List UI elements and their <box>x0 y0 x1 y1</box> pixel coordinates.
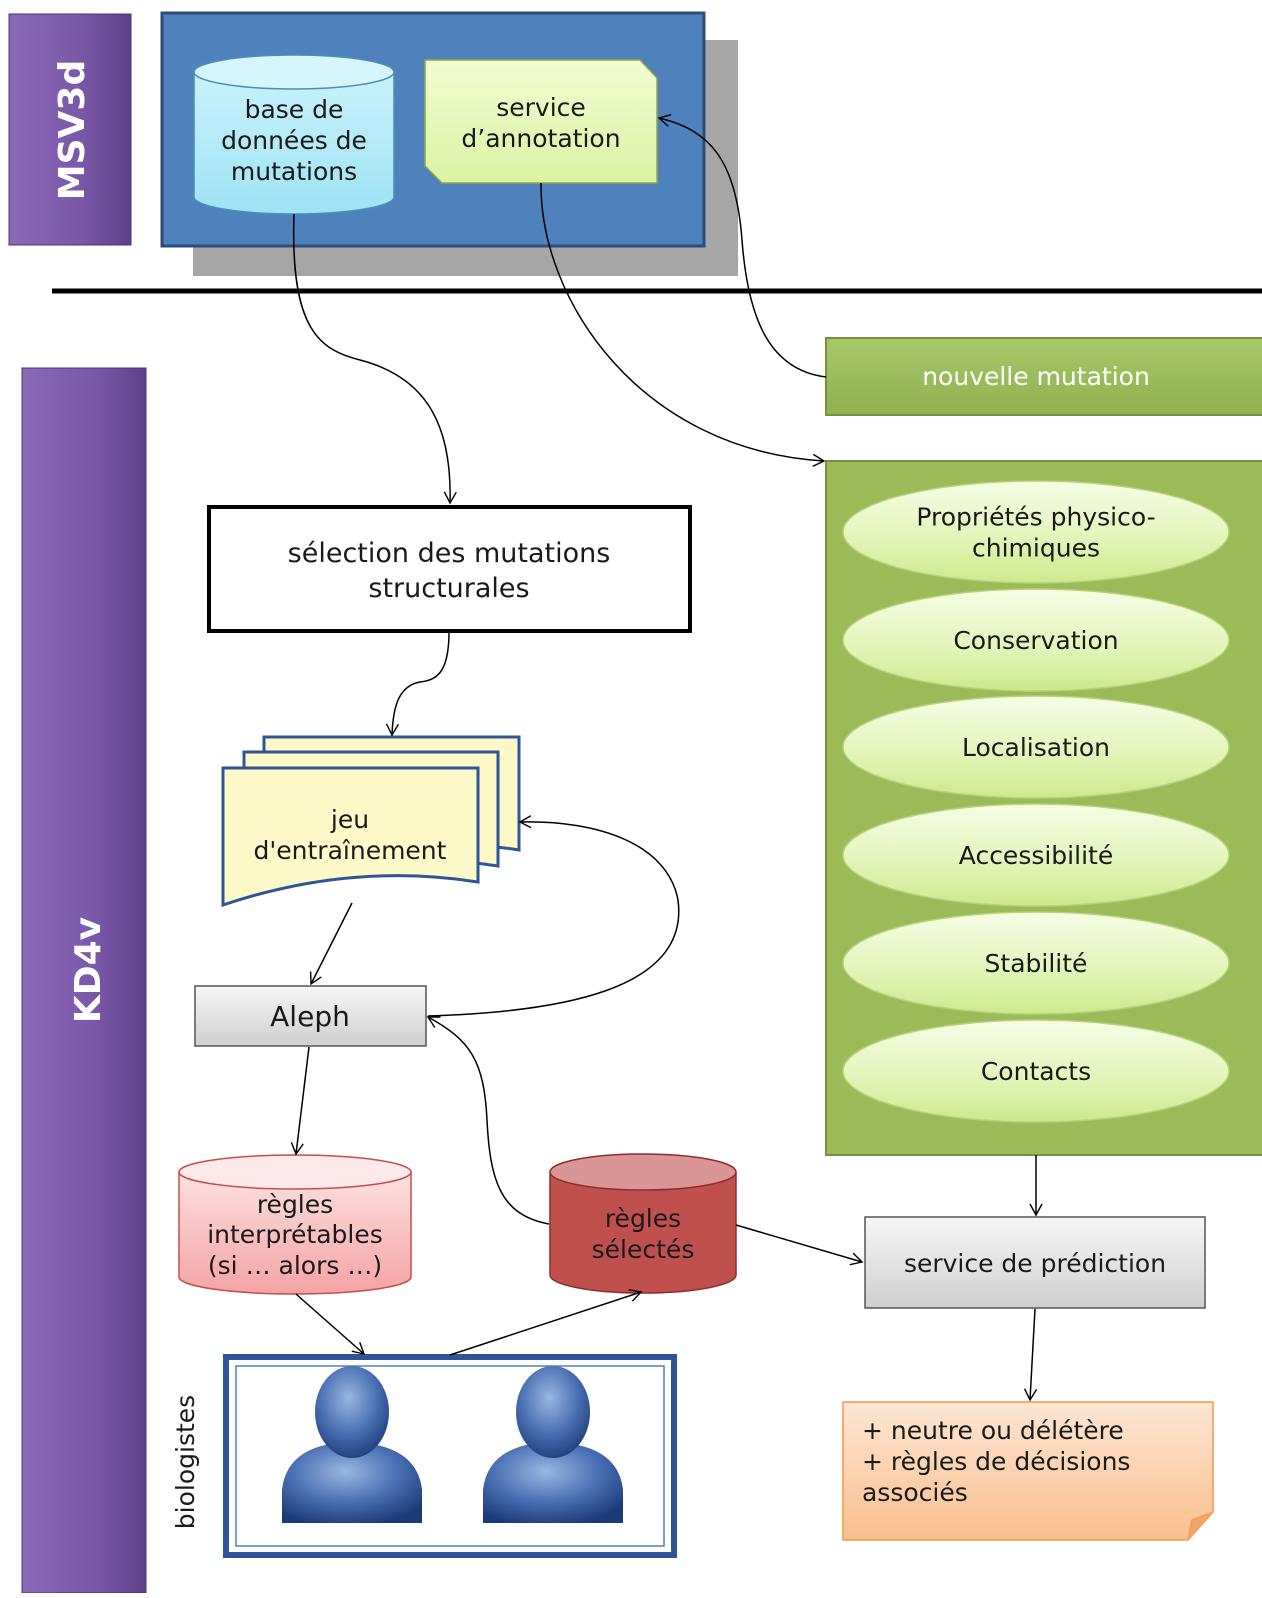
property-ellipse <box>842 588 1230 692</box>
selection-label-line-1: sélection des mutations <box>288 538 611 569</box>
interpretable-rules-line-2: interprétables <box>207 1220 383 1249</box>
selection-box: sélection des mutations structurales <box>207 505 692 633</box>
training-set-label-line-2: d'entraînement <box>254 836 447 865</box>
property-item: Localisation <box>842 695 1230 799</box>
arrow-selected-rules-to-aleph <box>426 1016 550 1225</box>
biologist-avatar-1 <box>282 1366 422 1523</box>
new-mutation-label: nouvelle mutation <box>922 362 1150 391</box>
sidebar-msv3d-label: MSV3d <box>52 60 93 200</box>
biologists-label: biologistes <box>171 1395 200 1529</box>
property-label: Contacts <box>981 1057 1091 1086</box>
arrow-prediction-to-output <box>1023 1308 1038 1402</box>
property-label: Conservation <box>953 626 1118 655</box>
property-item: Accessibilité <box>842 803 1230 907</box>
arrow-selection-to-training-set <box>385 631 450 737</box>
properties-list: Propriétés physico-chimiquesConservation… <box>842 480 1230 1123</box>
sidebar-msv3d: MSV3d <box>8 13 132 246</box>
arrow-new-mutation-to-annotation <box>657 114 827 378</box>
arrow-biologists-to-selected-rules <box>449 1289 643 1356</box>
selected-rules-cylinder: règles sélectés <box>549 1153 737 1294</box>
output-line-1: + neutre ou délétère <box>862 1416 1124 1445</box>
annotation-service-label-line-2: d’annotation <box>461 124 620 153</box>
annotation-service-box: service d’annotation <box>424 59 658 184</box>
annotation-service-label-line-1: service <box>496 93 586 122</box>
property-item: Propriétés physico-chimiques <box>842 480 1230 584</box>
sidebar-kd4v-label: KD4v <box>68 917 109 1023</box>
property-item: Stabilité <box>842 911 1230 1015</box>
aleph-box: Aleph <box>194 985 427 1047</box>
prediction-service-label: service de prédiction <box>904 1249 1166 1278</box>
database-label-line-1: base de <box>245 95 344 124</box>
property-ellipse <box>842 911 1230 1015</box>
prediction-output-note: + neutre ou délétère + règles de décisio… <box>842 1401 1214 1541</box>
property-ellipse <box>842 803 1230 907</box>
selected-rules-line-1: règles <box>605 1204 681 1233</box>
property-item: Conservation <box>842 588 1230 692</box>
sidebar-kd4v: KD4v <box>21 367 147 1594</box>
property-ellipse <box>842 695 1230 799</box>
biologists-box: biologistes <box>171 1354 677 1558</box>
property-label: chimiques <box>972 534 1100 563</box>
aleph-label: Aleph <box>270 1000 350 1033</box>
prediction-service-box: service de prédiction <box>864 1216 1206 1309</box>
training-set-documents: jeu d'entraînement <box>221 735 521 908</box>
training-set-label-line-1: jeu <box>330 805 369 834</box>
new-mutation-box: nouvelle mutation <box>825 337 1262 416</box>
arrow-interpretable-rules-to-biologists <box>295 1293 366 1355</box>
interpretable-rules-line-1: règles <box>257 1190 333 1219</box>
property-item: Contacts <box>842 1019 1230 1123</box>
interpretable-rules-line-3: (si … alors …) <box>208 1251 382 1280</box>
property-label: Propriétés physico- <box>916 503 1155 532</box>
property-label: Accessibilité <box>959 841 1113 870</box>
database-label-line-2: données de <box>221 126 367 155</box>
arrow-selected-rules-to-prediction <box>735 1224 864 1266</box>
mutation-database-cylinder: base de données de mutations <box>193 54 395 215</box>
database-label-line-3: mutations <box>231 157 357 186</box>
arrow-annotation-to-properties <box>540 182 826 467</box>
arrow-training-set-to-aleph <box>309 902 353 986</box>
output-line-3: associés <box>862 1478 968 1507</box>
property-label: Localisation <box>962 733 1110 762</box>
selection-label-line-2: structurales <box>368 573 529 604</box>
biologist-avatar-2 <box>483 1366 623 1523</box>
property-ellipse <box>842 480 1230 584</box>
property-label: Stabilité <box>985 949 1088 978</box>
arrow-database-to-selection <box>292 213 457 505</box>
property-ellipse <box>842 1019 1230 1123</box>
selected-rules-line-2: sélectés <box>592 1235 695 1264</box>
arrow-aleph-to-training-set <box>427 815 680 1017</box>
connectors <box>290 114 1043 1402</box>
arrow-aleph-to-interpretable-rules <box>290 1046 310 1156</box>
output-line-2: + règles de décisions <box>862 1447 1130 1476</box>
interpretable-rules-cylinder: règles interprétables (si … alors …) <box>178 1154 412 1295</box>
